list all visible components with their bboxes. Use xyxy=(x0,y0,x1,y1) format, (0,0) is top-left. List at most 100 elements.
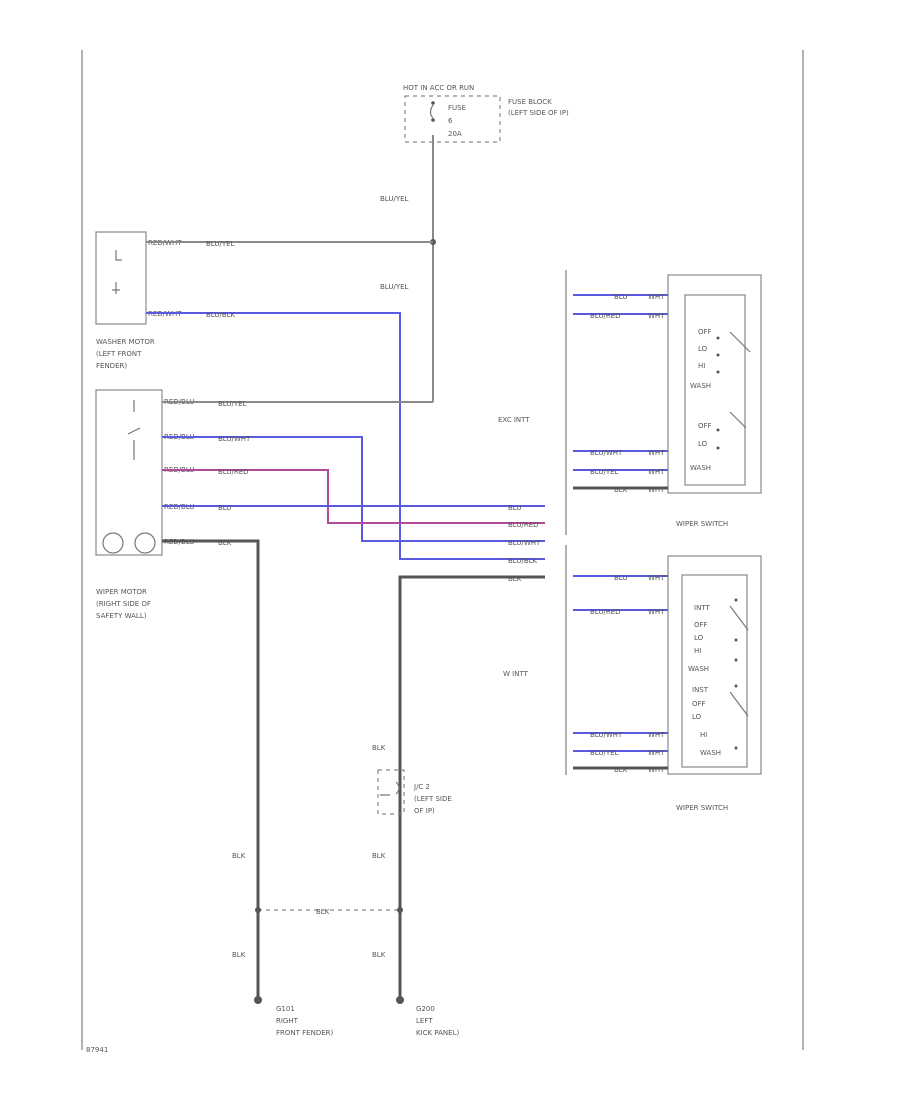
trunk-label-4: BLU/BLK xyxy=(508,557,538,565)
fuse-block: HOT IN ACC OR RUN FUSE 6 20A FUSE BLOCK … xyxy=(403,84,569,147)
ground-wire-label-2: BLK xyxy=(372,852,386,860)
switch-top-pin-4: WHT xyxy=(648,468,665,476)
switch-bottom-contact-2 xyxy=(729,691,749,717)
switch-top-outline xyxy=(667,274,762,494)
switch-top-pos-7: WASH xyxy=(690,464,711,472)
switch-bottom-contact-1 xyxy=(729,605,749,631)
joint-jumper-symbol xyxy=(380,781,400,796)
switch-top-node-2 xyxy=(716,353,720,357)
switch-top-wire-label-5: BLK xyxy=(614,486,628,494)
wiper-motor-outline xyxy=(95,389,163,556)
switch-top-pos-6: LO xyxy=(698,440,708,448)
ground-wire-label-1: BLK xyxy=(232,852,246,860)
washer-motor-symbol xyxy=(112,250,122,294)
wiper-motor-armature-1 xyxy=(102,532,124,554)
switch-top-wire-label-1: BLU xyxy=(614,293,627,301)
switch-bottom-pin-3: WHT xyxy=(648,731,665,739)
switch-bottom-pos-9: HI xyxy=(700,731,707,739)
wiper-wire-label-4: BLU xyxy=(218,504,231,512)
switch-top-pos-2: LO xyxy=(698,345,708,353)
fuse-block-name-2: (LEFT SIDE OF IP) xyxy=(508,109,569,117)
switch-top-node-4 xyxy=(716,428,720,432)
switch-top-pin-3: WHT xyxy=(648,449,665,457)
joint-connector: BLK J/C 2 (LEFT SIDE OF IP) xyxy=(372,744,452,815)
washer-wire-label-2: BLU/BLK xyxy=(206,311,236,319)
switch-top-variant: EXC INTT xyxy=(498,416,530,424)
wiper-motor-armature-2 xyxy=(134,532,156,554)
fuse-terminal-top xyxy=(431,101,435,105)
washer-motor: RED/WHT RED/WHT WASHER MOTOR (LEFT FRONT… xyxy=(95,231,182,370)
figure-code: 87941 xyxy=(86,1046,108,1054)
switch-bottom-pos-8: LO xyxy=(692,713,702,721)
ground-wire-label-4: BLK xyxy=(232,951,246,959)
fuse-terminal-mid xyxy=(431,118,435,122)
switch-bottom-wire-label-1: BLU xyxy=(614,574,627,582)
switch-top-title: WIPER SWITCH xyxy=(676,520,728,528)
ground-g200-name: G200 xyxy=(416,1005,435,1013)
wire-wiper-ground xyxy=(162,539,260,1000)
wiper-label-2: (RIGHT SIDE OF xyxy=(96,600,151,608)
fuse-line-2: 6 xyxy=(448,117,453,125)
fuse-block-name-1: FUSE BLOCK xyxy=(508,98,552,106)
switch-bottom-node-2 xyxy=(734,638,738,642)
wire-trunk-ground xyxy=(398,575,545,1000)
switch-bottom-title: WIPER SWITCH xyxy=(676,804,728,812)
switch-bottom-pos-5: WASH xyxy=(688,665,709,673)
switch-top-pos-4: WASH xyxy=(690,382,711,390)
feed-wire-label-1: BLU/YEL xyxy=(380,195,409,203)
switch-bottom-pos-4: HI xyxy=(694,647,701,655)
switch-top-wire-label-3: BLU/WHT xyxy=(590,449,623,457)
switch-bottom-node-1 xyxy=(734,598,738,602)
fuse-block-outline xyxy=(404,95,501,143)
switch-top-pin-1: WHT xyxy=(648,293,665,301)
switch-top-pos-1: OFF xyxy=(698,328,712,336)
ground-g101-line-1: RIGHT xyxy=(276,1017,299,1025)
switch-top-contact-1 xyxy=(729,331,751,353)
switch-bottom-inner-outline xyxy=(681,574,748,768)
switch-top-node-3 xyxy=(716,370,720,374)
ground-g200-line-1: LEFT xyxy=(416,1017,433,1025)
joint-label-1: J/C 2 xyxy=(413,783,430,791)
switch-top-pos-5: OFF xyxy=(698,422,712,430)
switch-bottom-outline xyxy=(667,555,762,775)
wiper-wire-label-5: BLK xyxy=(218,539,232,547)
switch-bottom-node-4 xyxy=(734,684,738,688)
washer-motor-outline xyxy=(95,231,147,325)
switch-top-pin-5: WHT xyxy=(648,486,665,494)
switch-bottom-pos-10: WASH xyxy=(700,749,721,757)
ground-g101: G101 RIGHT FRONT FENDER) xyxy=(254,996,333,1037)
ground-g101-name: G101 xyxy=(276,1005,295,1013)
trunk-label-5: BLK xyxy=(508,575,522,583)
switch-top-node-1 xyxy=(716,336,720,340)
washer-label-1: WASHER MOTOR xyxy=(96,338,155,346)
ground-g200: G200 LEFT KICK PANEL) xyxy=(396,996,459,1037)
wire-wiper-blu-wht xyxy=(162,436,545,542)
switch-top-node-5 xyxy=(716,446,720,450)
joint-outline xyxy=(377,769,405,815)
switch-bottom-pos-1: INTT xyxy=(694,604,710,612)
switch-top-contact-2 xyxy=(729,411,747,429)
wire-washer-return xyxy=(146,312,545,560)
fuse-line-1: FUSE xyxy=(448,104,466,112)
switch-bottom-wire-label-5: BLK xyxy=(614,766,628,774)
switch-bottom-pin-5: WHT xyxy=(648,766,665,774)
ground-g200-line-2: KICK PANEL) xyxy=(416,1029,459,1037)
wiper-wire-label-1: BLU/YEL xyxy=(218,400,247,408)
joint-wire-label: BLK xyxy=(372,744,386,752)
fuse-element-symbol xyxy=(429,104,434,119)
switch-top-wire-label-4: BLU/YEL xyxy=(590,468,619,476)
wiper-park-switch-symbol xyxy=(127,400,141,460)
ground-g200-symbol xyxy=(396,996,404,1004)
wire-wiper-blu-red xyxy=(162,469,545,524)
ground-g101-line-2: FRONT FENDER) xyxy=(276,1029,333,1037)
switch-bottom-variant: W INTT xyxy=(503,670,529,678)
switch-bottom-pos-3: LO xyxy=(694,634,704,642)
fuse-line-3: 20A xyxy=(448,130,462,138)
washer-label-2: (LEFT FRONT xyxy=(96,350,142,358)
switch-bottom-pos-6: INST xyxy=(692,686,709,694)
wiper-label-1: WIPER MOTOR xyxy=(96,588,147,596)
wiper-switch-top: BLU BLU/RED BLU/WHT BLU/YEL BLK WHT WHT … xyxy=(573,274,762,528)
ground-splice-right xyxy=(397,907,403,913)
switch-bottom-pos-2: OFF xyxy=(694,621,708,629)
